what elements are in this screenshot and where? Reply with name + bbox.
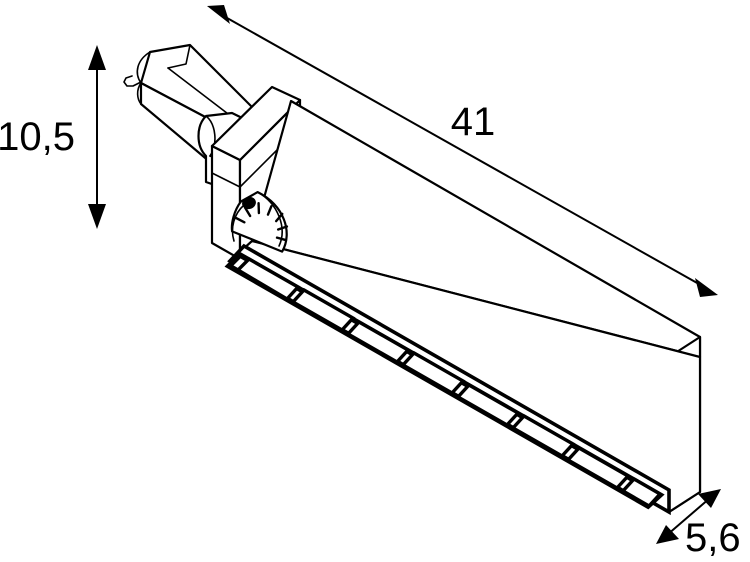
tilt-tick bbox=[274, 212, 284, 223]
dimension-length-arrow-start bbox=[207, 5, 230, 24]
body-top-back-edge bbox=[290, 100, 701, 338]
led-cell bbox=[620, 476, 663, 509]
dimension-length: 41 bbox=[207, 5, 718, 297]
knob-bracket-arc bbox=[231, 204, 245, 242]
tilt-tick bbox=[257, 202, 261, 215]
led-cells bbox=[235, 256, 663, 509]
tilt-scale-ticks bbox=[234, 202, 289, 242]
adapter-end-cap bbox=[136, 51, 151, 84]
dimension-height-arrow-top bbox=[88, 45, 106, 70]
dimension-width: 5,6 bbox=[656, 489, 741, 560]
tilt-tick bbox=[234, 216, 246, 224]
dimension-width-label: 5,6 bbox=[685, 516, 741, 560]
led-cell bbox=[455, 382, 521, 428]
adapter-ridge-line bbox=[167, 67, 237, 121]
tilt-angle-scale bbox=[230, 190, 289, 253]
adapter-hook-icon bbox=[123, 75, 142, 87]
led-cell bbox=[400, 350, 466, 396]
adapter-top-bevel bbox=[167, 44, 191, 69]
led-cell bbox=[290, 287, 356, 333]
tilt-tick bbox=[243, 206, 252, 218]
led-cell bbox=[510, 413, 576, 459]
led-cell bbox=[345, 319, 411, 365]
luminaire-assembly bbox=[123, 43, 702, 516]
adapter-lower-edge bbox=[136, 82, 142, 105]
dimension-height: 10,5 bbox=[0, 45, 106, 229]
led-cell-array bbox=[224, 251, 665, 510]
tilt-tick bbox=[276, 225, 289, 231]
tilt-tick bbox=[266, 205, 273, 216]
dimension-width-arrow-end bbox=[698, 489, 721, 508]
tilt-tick bbox=[275, 236, 287, 242]
dimension-length-label: 41 bbox=[451, 100, 496, 144]
led-cell bbox=[565, 445, 631, 491]
bracket-top-face bbox=[210, 85, 302, 162]
bracket-front-face bbox=[210, 144, 242, 261]
dimension-height-label: 10,5 bbox=[0, 115, 75, 159]
dimension-width-arrow-start bbox=[656, 525, 679, 544]
body-chamfer-line bbox=[251, 240, 701, 358]
dimension-length-line bbox=[219, 13, 707, 289]
dimension-length-arrow-end bbox=[695, 278, 718, 297]
dimension-width-line bbox=[666, 497, 711, 536]
led-cell bbox=[235, 256, 301, 302]
dimension-height-arrow-bottom bbox=[88, 204, 106, 229]
